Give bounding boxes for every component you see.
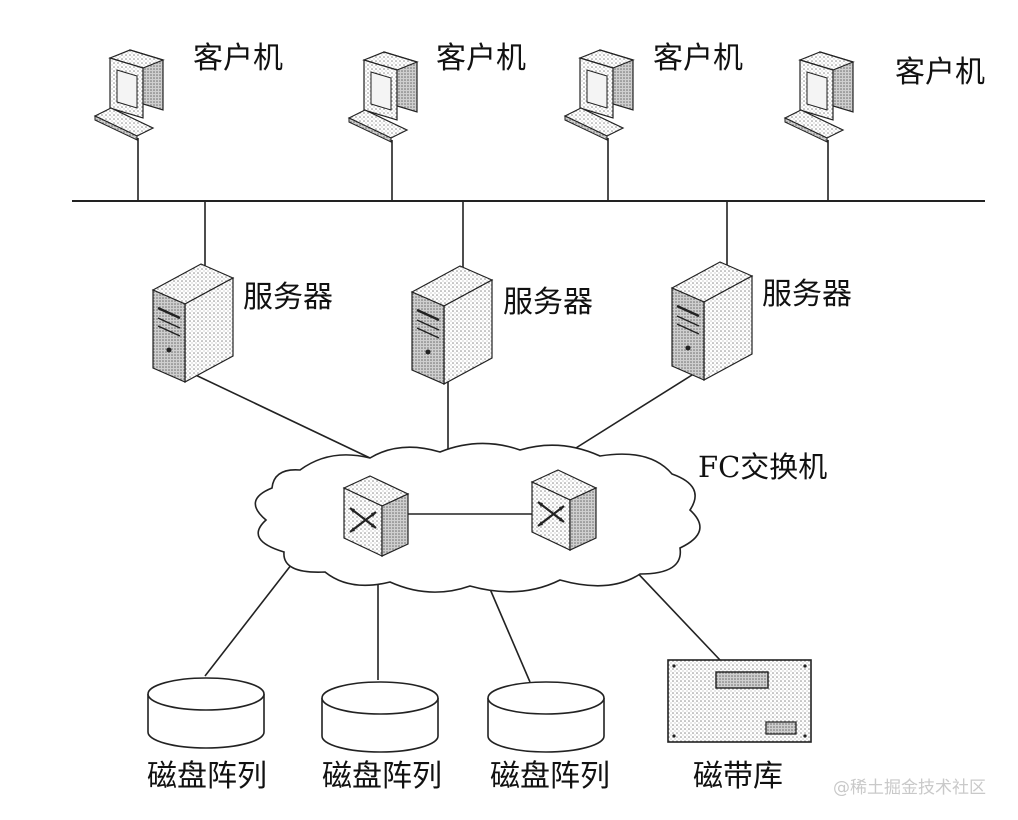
disk-array-3 <box>487 681 605 753</box>
client-label: 客户机 <box>653 41 743 76</box>
san-cloud <box>254 442 701 593</box>
server-tower-icon <box>670 261 754 382</box>
fc-switch-label: FC交换机 <box>698 450 828 484</box>
disk-array-1 <box>147 677 265 749</box>
disk-cylinder-icon <box>321 681 439 753</box>
monitor-icon <box>798 51 855 121</box>
client-4 <box>783 51 855 143</box>
switch-icon <box>530 469 598 551</box>
monitor-icon <box>362 51 419 121</box>
server-san-links <box>184 369 701 459</box>
keyboard-icon <box>347 109 409 143</box>
disk-cylinder-icon <box>147 677 265 749</box>
client-label: 客户机 <box>193 41 283 76</box>
client-1 <box>93 49 165 141</box>
fc-switch-2 <box>530 469 598 551</box>
keyboard-icon <box>783 109 845 143</box>
client-3 <box>563 49 635 141</box>
server-3 <box>670 261 754 382</box>
monitor-icon <box>578 49 635 119</box>
server-label: 服务器 <box>503 285 593 320</box>
server-tower-icon <box>151 263 235 384</box>
switch-icon <box>342 475 410 557</box>
keyboard-icon <box>563 107 625 141</box>
client-label: 客户机 <box>436 41 526 76</box>
client-2 <box>347 51 419 143</box>
server-label: 服务器 <box>243 280 333 315</box>
storage-label: 磁盘阵列 <box>322 759 442 794</box>
storage-links <box>204 559 721 683</box>
fc-switch-1 <box>342 475 410 557</box>
storage-label: 磁带库 <box>693 759 783 794</box>
keyboard-icon <box>93 107 155 141</box>
tape-library-icon <box>667 659 812 743</box>
client-links <box>137 138 829 201</box>
server-label: 服务器 <box>762 277 852 312</box>
server-1 <box>151 263 235 384</box>
client-label: 客户机 <box>895 55 985 90</box>
disk-array-2 <box>321 681 439 753</box>
storage-label: 磁盘阵列 <box>490 759 610 794</box>
monitor-icon <box>108 49 165 119</box>
watermark: @稀土掘金技术社区 <box>833 778 986 798</box>
server-lan-links <box>204 201 728 268</box>
storage-label: 磁盘阵列 <box>147 759 267 794</box>
server-tower-icon <box>410 265 494 386</box>
tape-library <box>667 659 812 743</box>
disk-cylinder-icon <box>487 681 605 753</box>
server-2 <box>410 265 494 386</box>
